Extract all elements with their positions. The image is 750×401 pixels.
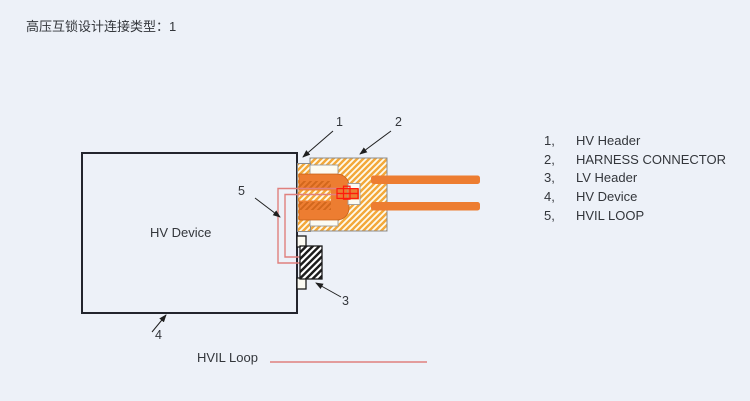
hvil-loop-inner-path [284, 193, 340, 258]
callout-number-5: 5 [238, 184, 245, 198]
terminal-hatch-band-bottom [299, 202, 331, 210]
hvil-loop-label: HVIL Loop [197, 350, 258, 365]
callout-number-1: 1 [336, 115, 343, 129]
legend-item-number: 5, [544, 207, 555, 223]
legend: 1, HV Header 2, HARNESS CONNECTOR 3, LV … [544, 131, 726, 224]
legend-item: 1, HV Header [544, 131, 726, 150]
legend-item-number: 4, [544, 188, 555, 204]
legend-item-number: 2, [544, 151, 555, 167]
legend-item-number: 1, [544, 132, 555, 148]
callout-number-4: 4 [155, 328, 162, 342]
callout-arrow-5 [254, 197, 281, 218]
terminal-hatch-band-top [299, 181, 331, 189]
legend-item-label: HVIL LOOP [576, 207, 645, 223]
callout-arrow-4 [151, 314, 167, 333]
hv-device-outline [81, 152, 298, 314]
hv-device-label: HV Device [150, 225, 212, 240]
hvil-loop-outer-path [277, 187, 340, 264]
page-title: 高压互锁设计连接类型：1 [26, 19, 177, 34]
legend-item: 4, HV Device [544, 187, 726, 206]
callout-number-3: 3 [342, 294, 349, 308]
legend-item-label: HV Device [576, 188, 638, 204]
hvil-pin-lower [336, 192, 359, 200]
callout-arrow-2 [359, 130, 392, 155]
callout-number-2: 2 [395, 115, 402, 129]
legend-item-number: 3, [544, 170, 555, 186]
hvil-pin-cross [342, 185, 351, 200]
hv-wire-top [371, 175, 480, 184]
callout-arrow-3 [315, 282, 342, 298]
hv-wire-bottom [371, 202, 480, 211]
legend-item-label: HV Header [576, 132, 641, 148]
legend-item-label: LV Header [576, 170, 638, 186]
callout-arrow-1 [302, 130, 334, 158]
terminal-gap-hatch [299, 190, 331, 201]
legend-item: 3, LV Header [544, 168, 726, 187]
legend-item: 2, HARNESS CONNECTOR [544, 150, 726, 169]
legend-item: 5, HVIL LOOP [544, 206, 726, 225]
legend-item-label: HARNESS CONNECTOR [576, 151, 727, 167]
lv-header-body [299, 245, 323, 280]
